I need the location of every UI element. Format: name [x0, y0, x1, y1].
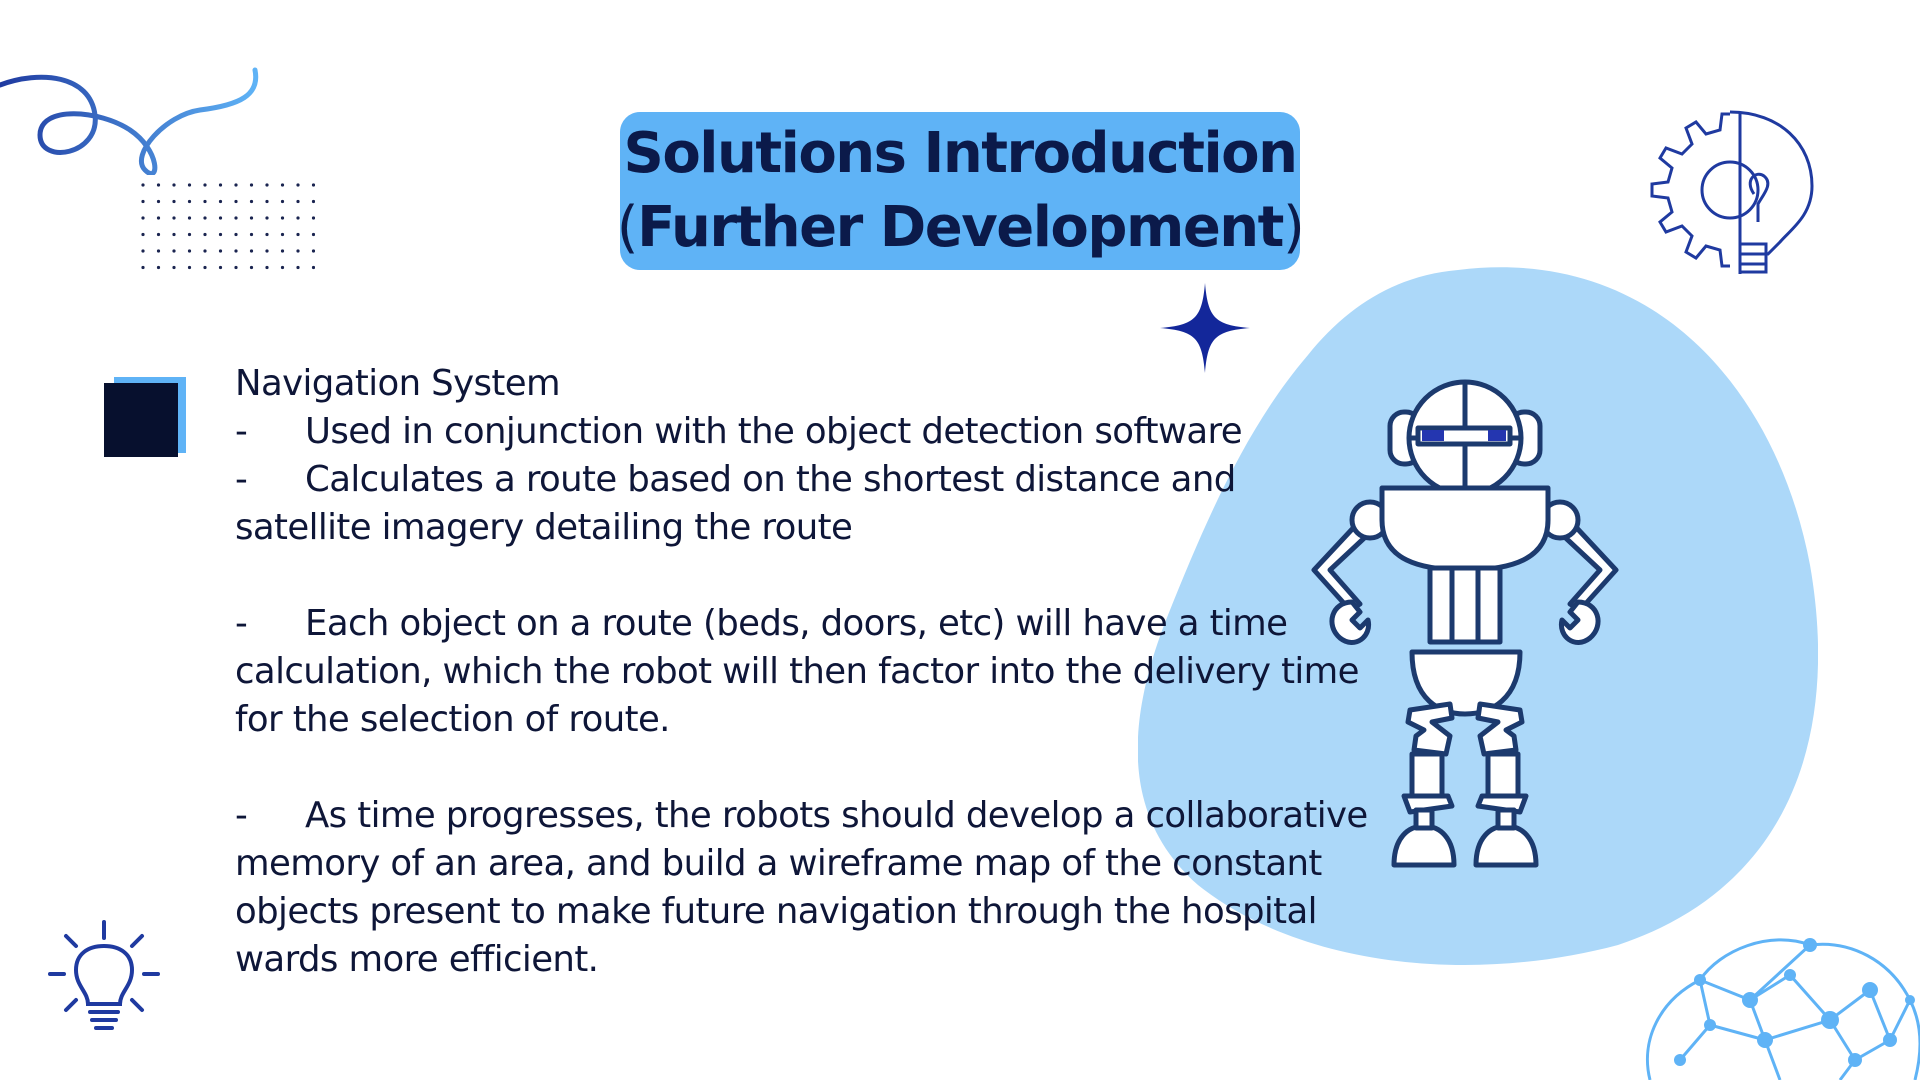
body-text: Navigation System -Used in conjunction w…	[235, 360, 1375, 984]
bullet-2: -Calculates a route based on the shortes…	[235, 456, 1375, 504]
dash: -	[235, 411, 248, 452]
squiggle-decoration	[0, 67, 259, 175]
title-line-2-text: Further Development	[637, 195, 1284, 260]
bullet-square-front	[104, 383, 178, 457]
bullet-3: -Each object on a route (beds, doors, et…	[235, 600, 1375, 648]
dash: -	[235, 795, 248, 836]
robot-illustration	[1311, 379, 1619, 868]
dash: -	[235, 603, 248, 644]
bullet-1: -Used in conjunction with the object det…	[235, 408, 1375, 456]
bullet-3-continued-1: calculation, which the robot will then f…	[235, 651, 1359, 692]
brain-network-icon	[1645, 938, 1920, 1080]
title-open-paren: (	[616, 195, 639, 260]
lightbulb-icon	[48, 920, 160, 1030]
title-line-2: (Further Development)	[616, 191, 1305, 265]
bullet-4-continued-1: memory of an area, and build a wireframe…	[235, 843, 1322, 884]
gear-bulb-icon	[1650, 110, 1814, 274]
bullet-2-continued: satellite imagery detailing the route	[235, 507, 853, 548]
dot-grid-decoration	[140, 182, 315, 282]
bullet-4: -As time progresses, the robots should d…	[235, 792, 1375, 840]
dash: -	[235, 459, 248, 500]
bullet-3-continued-2: for the selection of route.	[235, 699, 670, 740]
title-close-paren: )	[1282, 195, 1305, 260]
bullet-4-continued-2: objects present to make future navigatio…	[235, 891, 1318, 932]
title-box: Solutions Introduction (Further Developm…	[617, 112, 1305, 270]
bullet-4-continued-3: wards more efficient.	[235, 939, 599, 980]
section-heading: Navigation System	[235, 363, 561, 404]
title-line-1: Solutions Introduction	[623, 121, 1298, 186]
sparkle-icon	[1160, 283, 1250, 373]
